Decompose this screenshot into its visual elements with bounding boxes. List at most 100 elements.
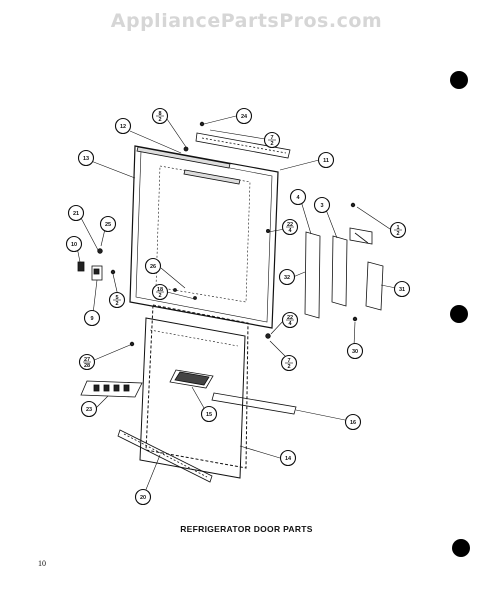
callout-label: 20 [140,495,146,501]
callout-c26: 16 [344,413,362,431]
callout-c8: 3 [313,196,331,214]
callout-c15: 32 [278,268,296,286]
bottom-trim [117,429,213,483]
callout-circle [65,235,83,253]
callout-label: 21 [73,211,79,217]
callout-label: 18 [157,287,163,293]
callout-c13: 10 [65,235,83,253]
callout-label: 13 [83,156,89,162]
callout-c16: 26 [144,257,162,275]
callout-c7: 4 [289,188,307,206]
callout-c11: 25 [99,215,117,233]
callout-label: 2 [396,231,399,237]
callout-c17: 9 [83,309,101,327]
callout-c1: 82 [151,107,169,125]
callout-circle [200,405,218,423]
callout-c6: 11 [317,151,335,169]
callout-label: 22 [287,222,293,228]
callout-circle [99,215,117,233]
callout-circle [235,107,253,125]
callout-c18: 182 [151,283,169,301]
callout-label: 7 [287,358,290,364]
callout-label: 4 [296,195,300,201]
callout-c21: 72 [280,354,298,372]
door-handle [169,369,214,389]
callout-c27: 14 [279,449,297,467]
callout-c28: 20 [134,488,152,506]
leader-lines [76,115,397,493]
hardware [77,121,358,347]
callout-label: 28 [84,363,90,369]
callout-label: 4 [288,321,292,327]
callout-circle [344,413,362,431]
callout-c2: 24 [235,107,253,125]
callout-c9: 12 [389,221,407,239]
callout-label: 8 [158,111,161,117]
callout-circle [77,149,95,167]
callout-c19: 31 [393,280,411,298]
side-strips [304,227,384,319]
callout-label: 24 [241,114,248,120]
callout-label: 2 [115,301,118,307]
registration-dot-top [450,71,468,89]
callout-circle [289,188,307,206]
callout-label: 7 [270,135,273,141]
callout-label: 16 [350,420,356,426]
door-outer-panel [139,304,249,479]
callout-label: 2 [287,364,290,370]
callout-label: 31 [399,287,405,293]
callout-label: 22 [287,315,293,321]
callout-label: 32 [284,275,290,281]
callout-circle [346,342,364,360]
registration-dot-bottom [452,539,470,557]
callout-label: 2 [158,293,161,299]
callout-label: 26 [150,264,156,270]
callout-circle [317,151,335,169]
callout-label: 23 [86,407,92,413]
callout-circle [279,449,297,467]
kickplate [80,380,143,398]
callout-c3: 12 [114,117,132,135]
door-shelf [211,392,297,415]
breaker-strip [136,146,241,185]
callout-c10: 21 [67,204,85,222]
callout-label: 1 [396,225,399,231]
top-trim [195,132,291,159]
callout-label: 15 [206,412,212,418]
callout-c20: 224 [281,311,299,329]
callout-c14: 52 [108,291,126,309]
diagram-caption: REFRIGERATOR DOOR PARTS [180,524,313,534]
callout-c25: 15 [200,405,218,423]
watermark: AppliancePartsPros.com [110,10,383,32]
callout-label: 14 [285,456,292,462]
page-number: 10 [38,559,46,568]
callout-circle [67,204,85,222]
callout-circle [313,196,331,214]
callout-label: 27 [84,357,90,363]
callout-label: 12 [120,124,126,130]
callout-c22: 30 [346,342,364,360]
callout-circle [144,257,162,275]
callout-label: 3 [320,203,323,209]
registration-dot-middle [450,305,468,323]
callout-c5: 13 [77,149,95,167]
callout-label: 10 [71,242,77,248]
callout-c12: 224 [281,218,299,236]
callout-label: 30 [352,349,358,355]
callout-label: 2 [270,141,273,147]
callout-label: 5 [115,295,118,301]
callout-label: 9 [90,316,93,322]
callout-label: 4 [288,228,292,234]
callout-circle [80,400,98,418]
callout-circle [114,117,132,135]
callout-circle [134,488,152,506]
callout-label: 2 [158,117,161,123]
callout-circle [278,268,296,286]
callout-c4: 72 [263,131,281,149]
callout-label: 25 [105,222,111,228]
callout-c24: 23 [80,400,98,418]
